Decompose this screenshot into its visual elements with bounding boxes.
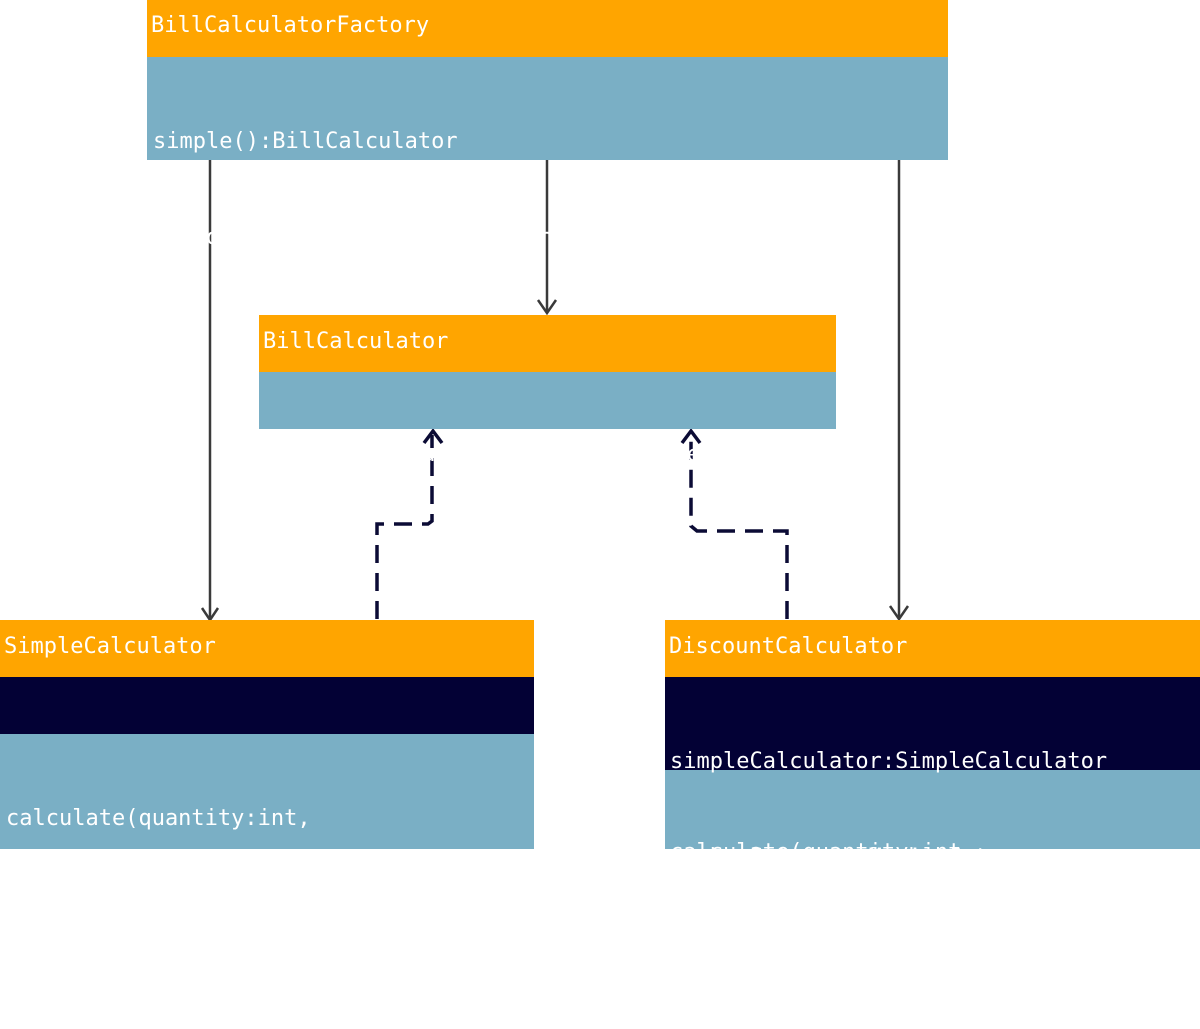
class-discount-calculator: DiscountCalculator simpleCalculator:Simp… [665,620,1200,961]
operation-calculate-line-2: unitPrice:int) [670,936,856,961]
attributes-section: simpleCalculator:SimpleCalculator member… [665,677,1200,870]
operation-calculate-line-1: calculate(quantity:int, [6,806,311,831]
operations-section: calculate(quantity:int, unitPrice:int) [0,734,534,927]
arrowhead-billcalculator [536,299,558,316]
attribute-simple-calculator: simpleCalculator:SimpleCalculator [670,749,1108,774]
operation-calculate: calculate(quantity:int, unitPrice:int) [263,442,767,467]
operation-simple: simple():BillCalculator [153,129,458,154]
connectors [200,160,910,623]
operations-section: calculate(quantity:int, unitPrice:int) [665,770,1200,961]
arrowhead-discount [888,605,910,622]
operation-calculate-line-1: calculate(quantity:int, [670,840,975,865]
operation-calculate-line-2: unitPrice:int) [6,902,192,927]
class-bill-calculator-factory: BillCalculatorFactory simple():BillCalcu… [147,0,948,250]
realization-discount-to-billcalculator [689,435,789,619]
class-name: SimpleCalculator [0,620,534,677]
operation-discount: discount(memberCategory:MemberCategory):… [153,225,869,250]
class-simple-calculator: SimpleCalculator calculate(quantity:int,… [0,620,534,927]
class-name: BillCalculator [259,315,836,372]
class-bill-calculator: BillCalculator calculate(quantity:int, u… [259,315,836,467]
realization-arrowhead-left [422,428,444,445]
class-name: BillCalculatorFactory [147,0,948,57]
operations-section: simple():BillCalculator discount(memberC… [147,57,948,250]
attributes-section [0,677,534,734]
class-name: DiscountCalculator [665,620,1200,677]
realization-simple-to-billcalculator [375,435,434,619]
operations-section: calculate(quantity:int, unitPrice:int) [259,372,836,467]
realization-arrowhead-right [680,428,702,445]
